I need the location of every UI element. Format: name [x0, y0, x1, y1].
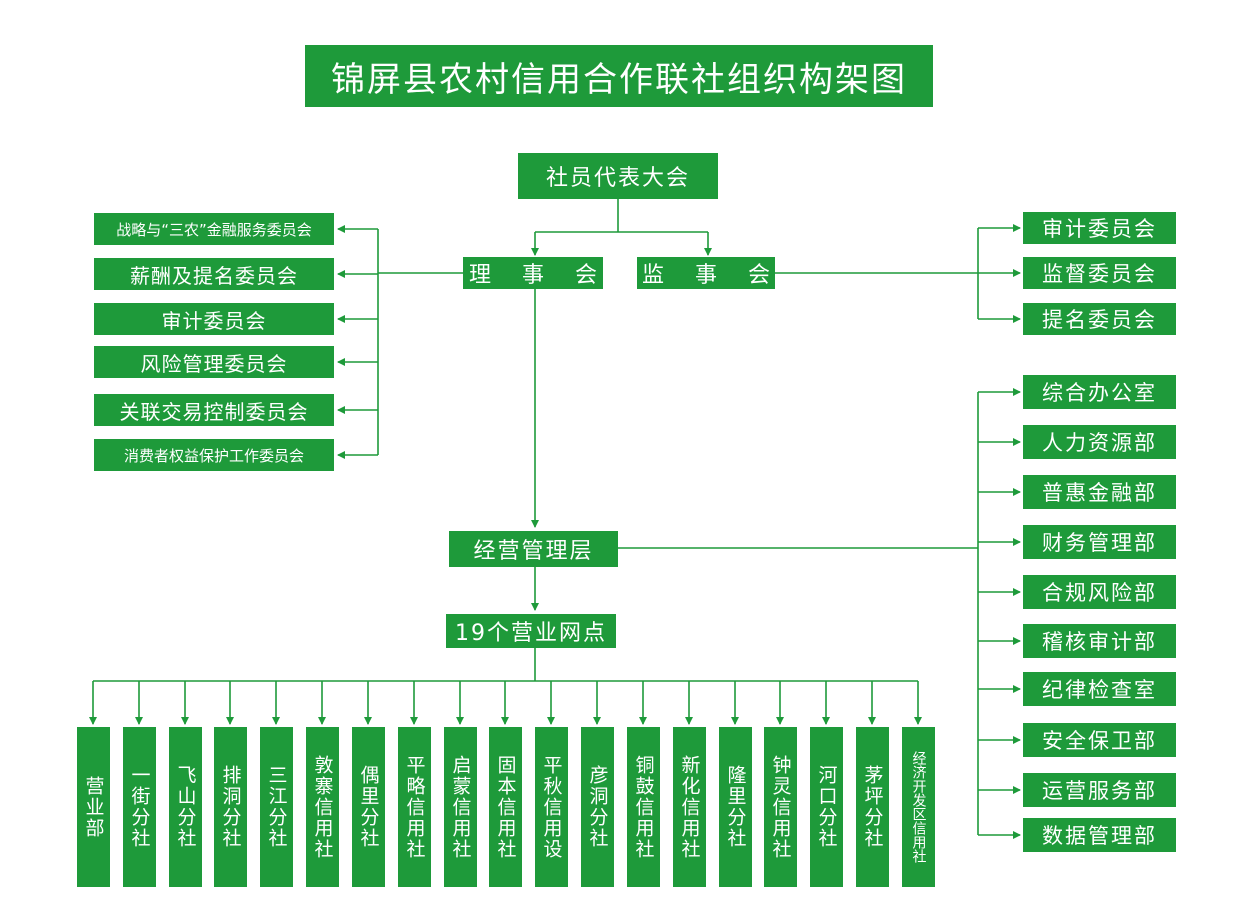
outlet-box: 一街分社 [123, 727, 156, 887]
department-box: 安全保卫部 [1023, 723, 1176, 757]
outlet-box: 平略信用社 [398, 727, 431, 887]
supervisory-committee-box: 审计委员会 [1023, 212, 1176, 244]
outlet-box: 启蒙信用社 [444, 727, 477, 887]
board-committee-box: 关联交易控制委员会 [94, 394, 334, 426]
supervisory-committee-box: 监督委员会 [1023, 257, 1176, 289]
outlet-box: 敦寨信用社 [306, 727, 339, 887]
department-box: 综合办公室 [1023, 375, 1176, 409]
department-box: 纪律检查室 [1023, 672, 1176, 706]
board-of-directors-box: 理 事 会 [463, 257, 603, 289]
board-of-supervisors-box: 监 事 会 [637, 257, 775, 289]
outlet-box: 隆里分社 [719, 727, 752, 887]
board-committee-box: 审计委员会 [94, 303, 334, 335]
department-box: 人力资源部 [1023, 425, 1176, 459]
outlet-box: 固本信用社 [489, 727, 522, 887]
board-committee-box: 战略与“三农”金融服务委员会 [94, 213, 334, 245]
board-committee-box: 消费者权益保护工作委员会 [94, 439, 334, 471]
outlet-box: 铜鼓信用社 [627, 727, 660, 887]
outlet-box: 钟灵信用社 [764, 727, 797, 887]
supervisory-committee-box: 提名委员会 [1023, 303, 1176, 335]
outlet-box: 新化信用社 [673, 727, 706, 887]
outlet-box: 营业部 [77, 727, 110, 887]
page-title: 锦屏县农村信用合作联社组织构架图 [305, 45, 933, 107]
department-box: 稽核审计部 [1023, 624, 1176, 658]
outlet-box: 经济开发区信用社 [902, 727, 935, 887]
outlet-box: 彦洞分社 [581, 727, 614, 887]
department-box: 财务管理部 [1023, 525, 1176, 559]
outlet-box: 飞山分社 [169, 727, 202, 887]
board-committee-box: 风险管理委员会 [94, 346, 334, 378]
outlets-label-box: 19个营业网点 [446, 614, 616, 648]
department-box: 合规风险部 [1023, 575, 1176, 609]
outlet-box: 河口分社 [810, 727, 843, 887]
outlet-box: 偶里分社 [352, 727, 385, 887]
board-committee-box: 薪酬及提名委员会 [94, 258, 334, 290]
department-box: 数据管理部 [1023, 818, 1176, 852]
outlet-box: 茅坪分社 [856, 727, 889, 887]
department-box: 运营服务部 [1023, 773, 1176, 807]
outlet-box: 三江分社 [260, 727, 293, 887]
outlet-box: 排洞分社 [214, 727, 247, 887]
member-congress-box: 社员代表大会 [518, 153, 718, 199]
outlet-box: 平秋信用设 [535, 727, 568, 887]
management-box: 经营管理层 [449, 531, 618, 567]
department-box: 普惠金融部 [1023, 475, 1176, 509]
